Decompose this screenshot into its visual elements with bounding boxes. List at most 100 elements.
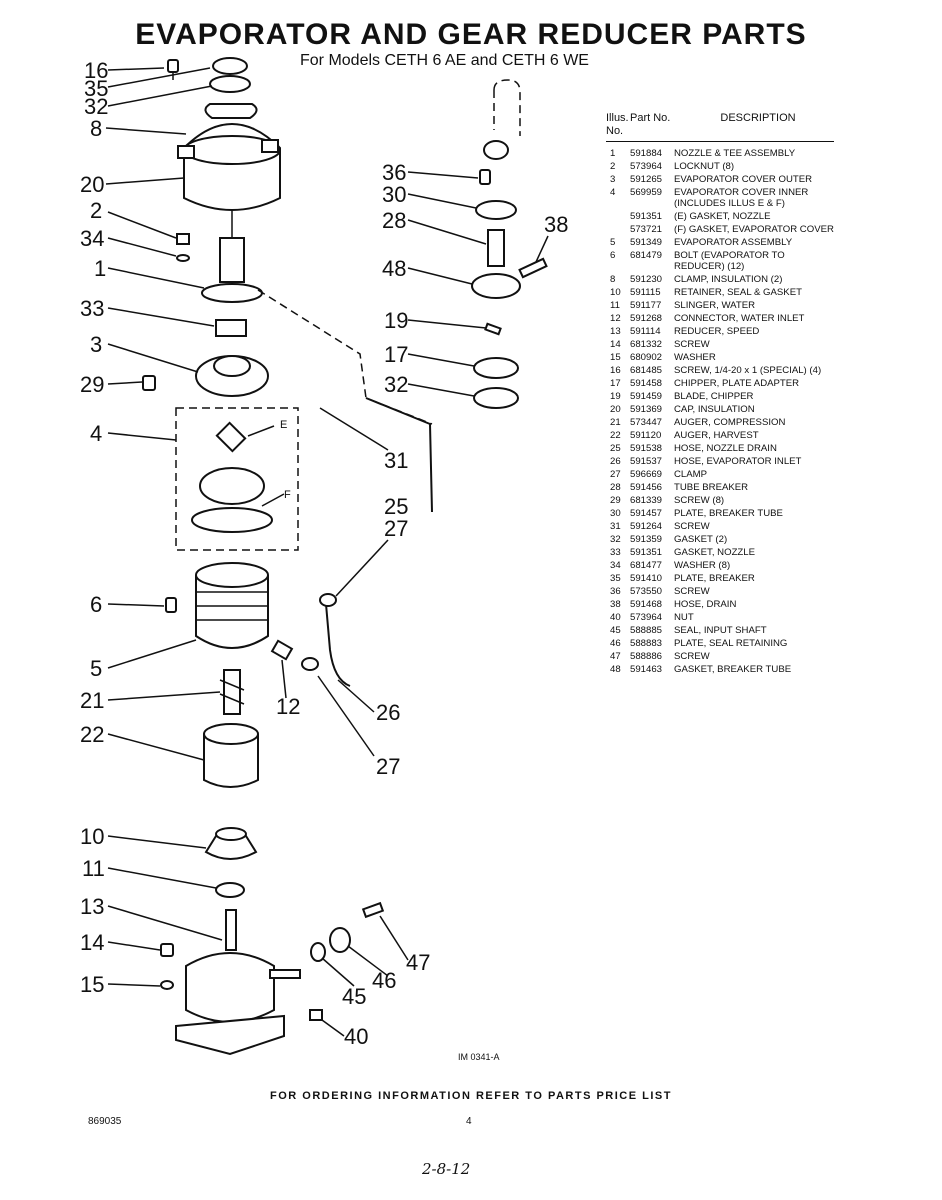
- cell-description: NOZZLE & TEE ASSEMBLY: [674, 148, 796, 159]
- callout-F: F: [284, 489, 291, 501]
- cell-illus-no: 1: [610, 148, 616, 159]
- cell-illus-no: 28: [610, 482, 621, 493]
- cell-description: SCREW: [674, 339, 710, 350]
- cell-illus-no: 38: [610, 599, 621, 610]
- cell-illus-no: 35: [610, 573, 621, 584]
- callout-36: 36: [382, 160, 406, 185]
- header-illus-no: Illus. No.: [606, 112, 629, 137]
- cell-illus-no: 45: [610, 625, 621, 636]
- callout-21: 21: [80, 688, 104, 713]
- cell-part-no: 591265: [630, 174, 663, 185]
- cell-description: REDUCER, SPEED: [674, 326, 760, 337]
- cell-description: NUT: [674, 612, 694, 623]
- figure-id: IM 0341-A: [458, 1052, 500, 1062]
- part-slinger-11: [215, 882, 245, 898]
- cell-part-no: 591457: [630, 508, 663, 519]
- cell-illus-no: 46: [610, 638, 621, 649]
- callout-20: 20: [80, 172, 104, 197]
- part-outer-cover-3: [195, 355, 269, 397]
- cell-part-no: 591120: [630, 430, 662, 441]
- cell-part-no: 573721: [630, 224, 663, 235]
- cell-part-no: 591230: [630, 274, 663, 285]
- cell-illus-no: 29: [610, 495, 621, 506]
- part-clamp-8: [204, 103, 258, 119]
- cell-description: PLATE, BREAKER TUBE: [674, 508, 783, 519]
- part-compression-auger-21: [219, 669, 245, 715]
- part-breaker-tube-gasket-48: [471, 273, 521, 299]
- page-number: 4: [466, 1116, 472, 1127]
- cell-description: LOCKNUT (8): [674, 161, 735, 172]
- cell-part-no: 596669: [630, 469, 663, 480]
- cell-description: SCREW: [674, 586, 710, 597]
- callout-leaders: [105, 67, 549, 1037]
- cell-description: CAP, INSULATION: [674, 404, 755, 415]
- callout-30: 30: [382, 182, 406, 207]
- callout-19: 19: [384, 308, 408, 333]
- cell-illus-no: 12: [610, 313, 621, 324]
- part-screw-36: [479, 169, 491, 185]
- part-inner-cover-4: [199, 467, 265, 505]
- part-retainer-10: [204, 827, 258, 860]
- cell-part-no: 573964: [630, 612, 663, 623]
- part-gasket-32b: [473, 387, 519, 409]
- part-gasket-33: [215, 319, 247, 337]
- cell-illus-no: 5: [610, 237, 616, 248]
- cell-illus-no: 3: [610, 174, 616, 185]
- parts-table-header: Illus. No. Part No. DESCRIPTION: [606, 112, 834, 138]
- cell-illus-no: 11: [610, 300, 620, 311]
- cell-part-no: 569959: [630, 187, 663, 198]
- cell-part-no: 591114: [630, 326, 661, 337]
- cell-description: SEAL, INPUT SHAFT: [674, 625, 767, 636]
- part-locknut-2: [176, 233, 190, 245]
- ordering-footer: FOR ORDERING INFORMATION REFER TO PARTS …: [270, 1090, 672, 1102]
- callout-3: 3: [90, 332, 102, 357]
- cell-illus-no: 14: [610, 339, 621, 350]
- cell-part-no: 680902: [630, 352, 663, 363]
- cell-description: CHIPPER, PLATE ADAPTER: [674, 378, 800, 389]
- table-row: 13 591114 REDUCER, SPEED: [606, 326, 834, 337]
- cell-part-no: 591456: [630, 482, 663, 493]
- cell-part-no: 573964: [630, 161, 663, 172]
- cell-description: SCREW (8): [674, 495, 725, 506]
- part-nozzle-top: [483, 140, 509, 160]
- part-tube-breaker-28: [487, 229, 505, 267]
- callout-32a: 32: [84, 94, 108, 119]
- cell-illus-no: 6: [610, 250, 616, 261]
- header-part-no: Part No.: [630, 112, 671, 124]
- cell-illus-no: 17: [610, 378, 621, 389]
- callout-2: 2: [90, 198, 102, 223]
- part-insulation-cap-20: [177, 123, 281, 211]
- cell-description: BOLT (EVAPORATOR TO REDUCER) (12): [674, 250, 785, 272]
- cell-illus-no: 27: [610, 469, 621, 480]
- part-speed-reducer-13: [175, 909, 301, 1056]
- part-chipper-plate-17: [473, 357, 519, 379]
- callout-5: 5: [90, 656, 102, 681]
- cell-description: SCREW: [674, 651, 710, 662]
- cell-illus-no: 13: [610, 326, 621, 337]
- cell-part-no: 588885: [630, 625, 663, 636]
- table-row: 573721(F) GASKET, EVAPORATOR COVER: [606, 224, 834, 235]
- part-nozzle-drain-hose-25: [365, 397, 433, 513]
- part-bolt-6: [165, 597, 177, 613]
- cell-illus-no: 19: [610, 391, 621, 402]
- part-retaining-plate-46: [329, 927, 351, 953]
- part-nut-40: [309, 1009, 323, 1021]
- callout-48: 48: [382, 256, 406, 281]
- callout-27b: 27: [376, 754, 400, 779]
- cell-description: (E) GASKET, NOZZLE: [674, 211, 771, 222]
- callout-31: 31: [384, 448, 408, 473]
- cell-illus-no: 16: [610, 365, 621, 376]
